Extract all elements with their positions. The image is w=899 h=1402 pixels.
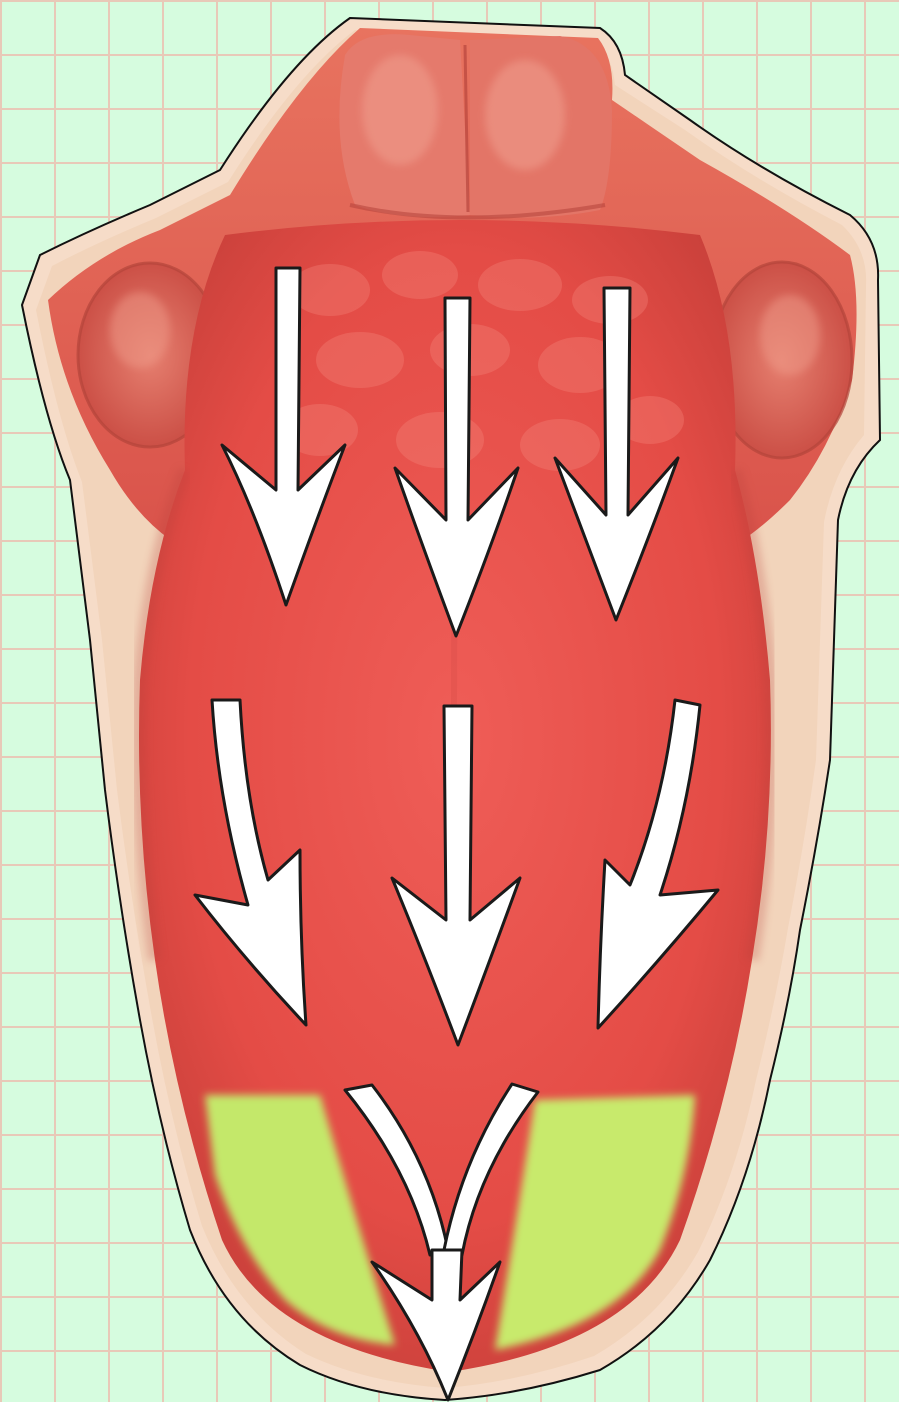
uvula-lobes: [339, 34, 612, 217]
